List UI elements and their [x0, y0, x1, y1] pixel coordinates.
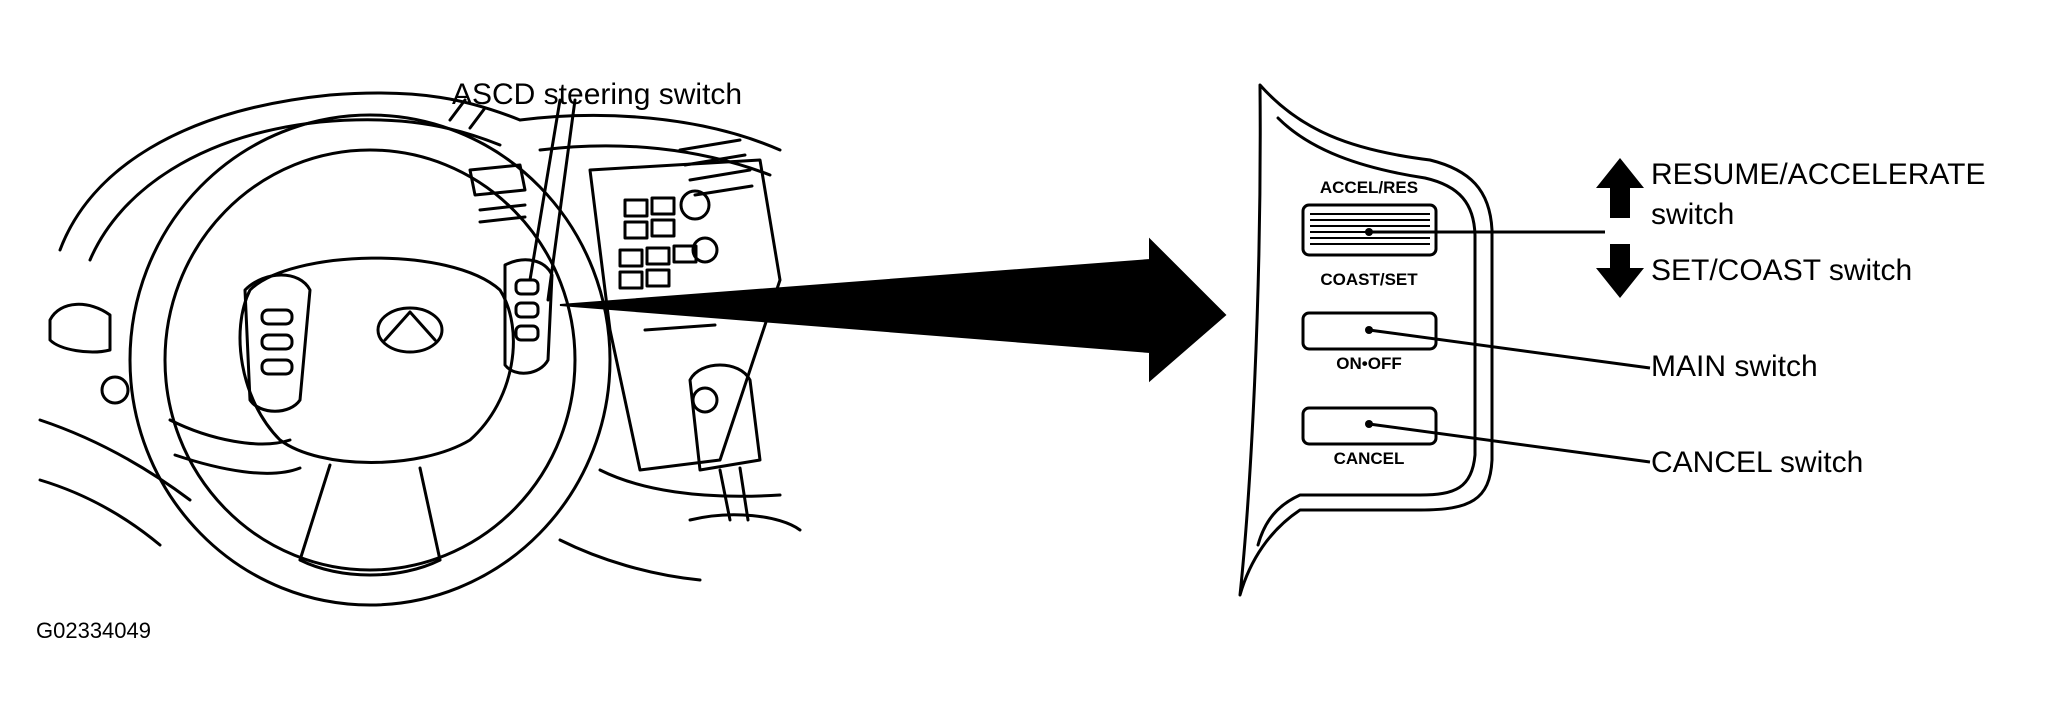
accel-res-coast-set-switch [1301, 203, 1438, 257]
set-coast-callout: SET/COAST switch [1651, 254, 1913, 287]
cancel-switch-button [1301, 406, 1438, 446]
main-switch-button [1301, 311, 1438, 351]
resume-accelerate-callout: RESUME/ACCELERATE [1651, 158, 1986, 191]
ascd-leader-line-2 [546, 98, 577, 302]
down-arrow-icon [1596, 244, 1644, 298]
dashboard-illustration [38, 91, 802, 607]
label-coast-set: COAST/SET [1320, 270, 1418, 289]
label-accel-res: ACCEL/RES [1320, 178, 1418, 197]
label-on-off: ON•OFF [1336, 354, 1401, 373]
cancel-switch-callout: CANCEL switch [1651, 446, 1864, 479]
ascd-steering-switch-callout: ASCD steering switch [452, 78, 743, 111]
main-leader [1368, 328, 1651, 370]
pointer-arrow [559, 237, 1227, 383]
up-arrow-icon [1596, 158, 1644, 218]
switch-panel-closeup [1238, 83, 1494, 597]
figure-code: G02334049 [36, 618, 151, 643]
main-switch-callout: MAIN switch [1651, 350, 1818, 383]
label-cancel: CANCEL [1334, 449, 1405, 468]
cancel-leader [1368, 422, 1651, 464]
resume-accelerate-callout-line2: switch [1651, 198, 1735, 231]
ascd-leader-line-1 [528, 98, 562, 282]
